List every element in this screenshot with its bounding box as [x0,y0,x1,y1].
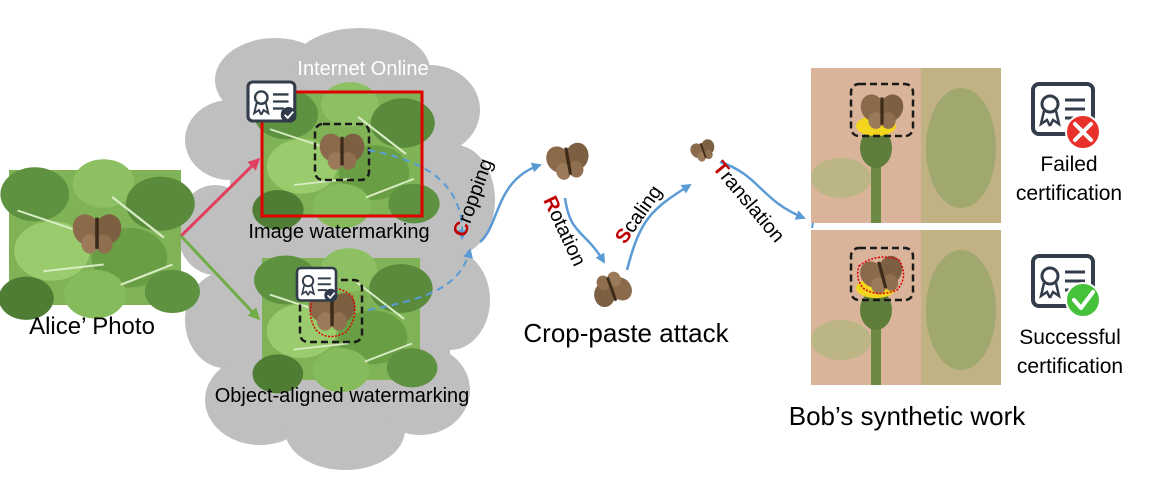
dashed-arrow-crop-object-wm [367,248,473,311]
object-watermarked-photo [251,247,439,395]
certificate-icon-image-wm [246,80,297,123]
arrow-translation [719,160,806,220]
bob-image-bottom [811,230,1001,385]
arrow-scaling [625,183,692,271]
image-watermarking-caption: Image watermarking [248,221,429,243]
alice-photo-caption: Alice’ Photo [29,313,155,340]
certificate-success-icon [1031,254,1101,318]
dashed-arrow-crop-image-wm [367,149,468,240]
butterfly-scaled [685,134,721,166]
object-watermarking-caption: Object-aligned watermarking [215,385,470,407]
cloud-label: Internet Online [297,58,428,80]
success-label-line2: certification [1017,355,1123,378]
failed-label-line2: certification [1016,182,1122,205]
arrow-rotation [563,197,606,264]
certificate-failed-icon [1031,82,1101,150]
bob-image-top [811,68,1001,223]
step-scaling: Scaling [611,182,667,248]
attack-caption: Crop-paste attack [523,318,729,348]
failed-label-line1: Failed [1040,153,1097,176]
image-watermarked-photo [251,80,441,231]
arrow-to-image-watermarking [179,157,261,238]
success-label-line1: Successful [1019,326,1121,349]
arrow-cropping [479,162,542,243]
alice-photo [0,157,202,322]
certificate-icon-object-wm [295,266,338,302]
butterfly-rotated [584,266,640,314]
butterfly-cropped [540,137,596,183]
arrow-to-object-watermarking [179,234,261,321]
bob-caption: Bob’s synthetic work [789,401,1027,431]
step-rotation: Rotation [538,193,589,270]
